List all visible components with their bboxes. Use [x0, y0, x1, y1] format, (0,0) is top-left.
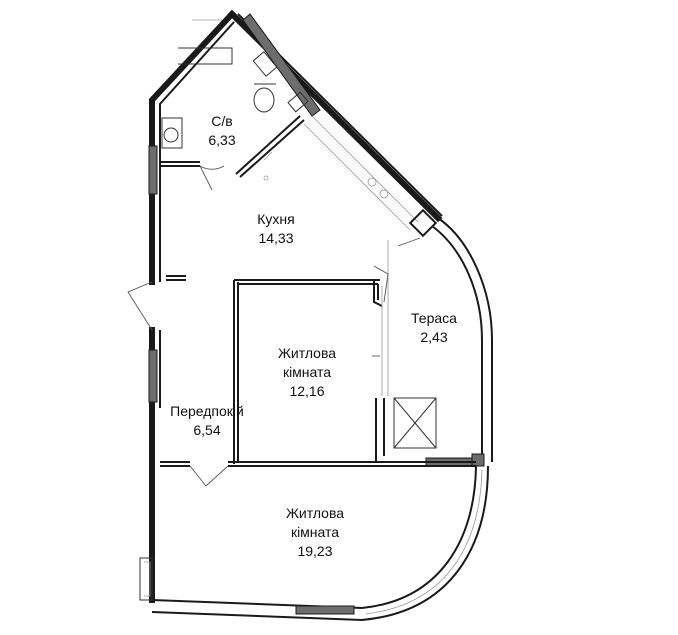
room-living-1: Житлова кімната 12,16	[278, 344, 336, 401]
room-area: 6,54	[193, 422, 221, 438]
room-name-line2: кімната	[290, 524, 340, 540]
room-name: Тераса	[411, 310, 457, 326]
room-area: 19,23	[297, 543, 333, 559]
room-living-2: Житлова кімната 19,23	[286, 504, 344, 561]
terrace-detail	[393, 397, 437, 449]
room-area: 12,16	[289, 383, 325, 399]
room-area: 14,33	[258, 230, 294, 246]
room-bathroom: С/в 6,33	[208, 112, 235, 150]
room-name: С/в	[211, 113, 233, 129]
wall-hatching	[148, 13, 485, 615]
bathroom-fixtures	[161, 19, 309, 149]
doors	[127, 165, 421, 487]
room-name-line2: кімната	[282, 364, 332, 380]
room-hallway: Передпокій 6,54	[170, 402, 244, 440]
room-kitchen: Кухня 14,33	[257, 210, 294, 248]
room-area: 2,43	[420, 329, 448, 345]
room-name-line1: Житлова	[277, 345, 337, 361]
windows	[139, 469, 483, 615]
room-area: 6,33	[208, 132, 236, 148]
room-name: Кухня	[257, 211, 295, 227]
kitchen-fixtures	[263, 115, 438, 238]
interior-walls	[160, 115, 476, 467]
room-name: Передпокій	[170, 403, 244, 419]
room-terrace: Тераса 2,43	[411, 309, 457, 347]
room-name-line1: Житлова	[285, 505, 345, 521]
